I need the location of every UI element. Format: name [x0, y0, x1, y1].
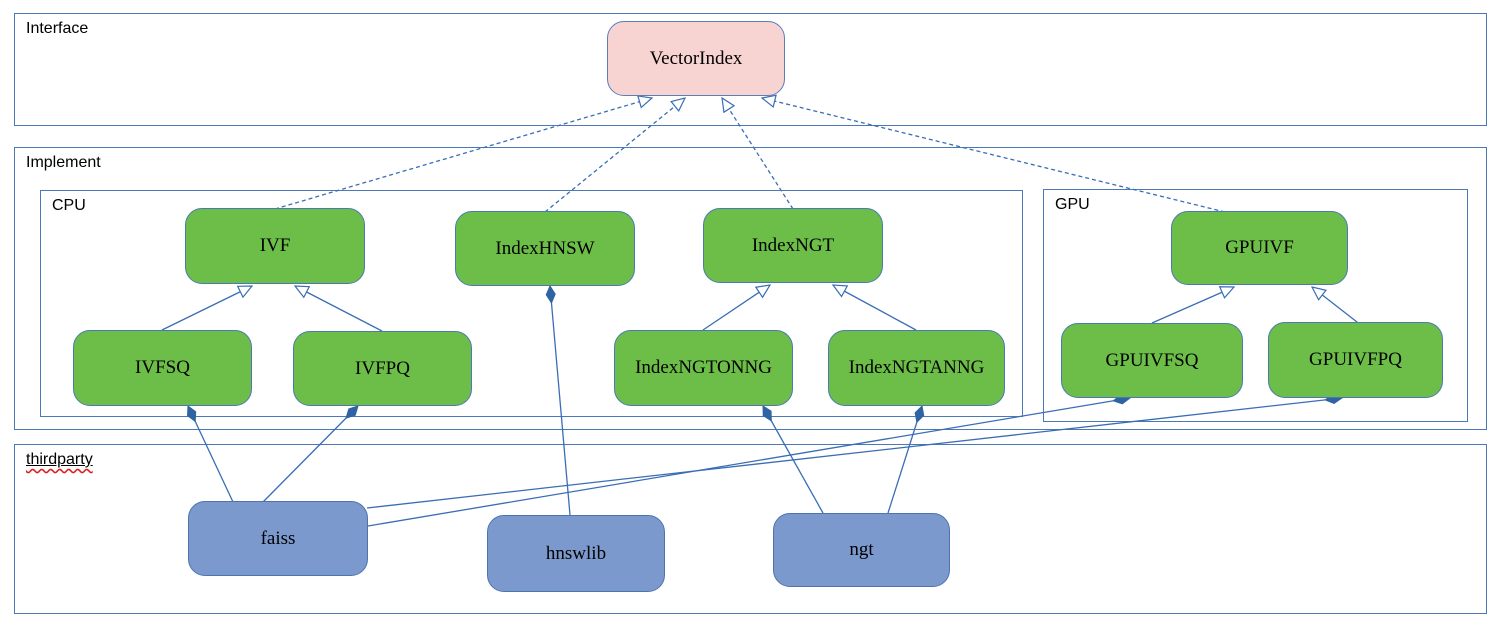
node-faiss-label: faiss [260, 527, 296, 549]
node-indexngtanng[interactable]: IndexNGTANNG [828, 330, 1005, 406]
container-cpu-label: CPU [52, 197, 86, 214]
node-hnswlib[interactable]: hnswlib [487, 515, 665, 592]
node-indexhnsw-label: IndexHNSW [495, 237, 595, 259]
container-thirdparty-label-text: thirdparty [26, 451, 93, 468]
container-interface-label: Interface [26, 20, 89, 37]
node-hnswlib-label: hnswlib [545, 542, 607, 564]
node-indexngt[interactable]: IndexNGT [703, 208, 883, 283]
node-gpuivf[interactable]: GPUIVF [1171, 211, 1348, 285]
node-indexngt-label: IndexNGT [751, 234, 835, 256]
container-gpu-label: GPU [1055, 196, 1090, 213]
node-ngt-label: ngt [849, 539, 874, 560]
node-gpuivfsq-label: GPUIVFSQ [1105, 349, 1199, 371]
node-ivfpq[interactable]: IVFPQ [293, 331, 472, 406]
container-thirdparty-label: thirdparty [26, 451, 93, 469]
node-indexngtanng-label: IndexNGTANNG [848, 357, 985, 378]
node-gpuivfsq[interactable]: GPUIVFSQ [1061, 323, 1243, 398]
node-ivfsq[interactable]: IVFSQ [73, 330, 252, 406]
node-ivfsq-label: IVFSQ [135, 357, 190, 378]
node-ivfpq-label: IVFPQ [355, 357, 410, 379]
node-gpuivf-label: GPUIVF [1225, 237, 1294, 258]
node-vectorindex-label: VectorIndex [649, 47, 743, 69]
node-ngt[interactable]: ngt [773, 513, 950, 587]
container-implement-label: Implement [26, 154, 101, 171]
node-indexngtonng[interactable]: IndexNGTONNG [614, 330, 793, 406]
node-ivf[interactable]: IVF [185, 208, 365, 284]
node-ivf-label: IVF [259, 235, 291, 256]
node-vectorindex[interactable]: VectorIndex [607, 21, 785, 96]
node-gpuivfpq-label: GPUIVFPQ [1309, 349, 1402, 370]
node-indexngtonng-label: IndexNGTONNG [635, 357, 772, 378]
node-gpuivfpq[interactable]: GPUIVFPQ [1268, 322, 1443, 398]
node-indexhnsw[interactable]: IndexHNSW [455, 211, 635, 286]
node-faiss[interactable]: faiss [188, 501, 368, 576]
